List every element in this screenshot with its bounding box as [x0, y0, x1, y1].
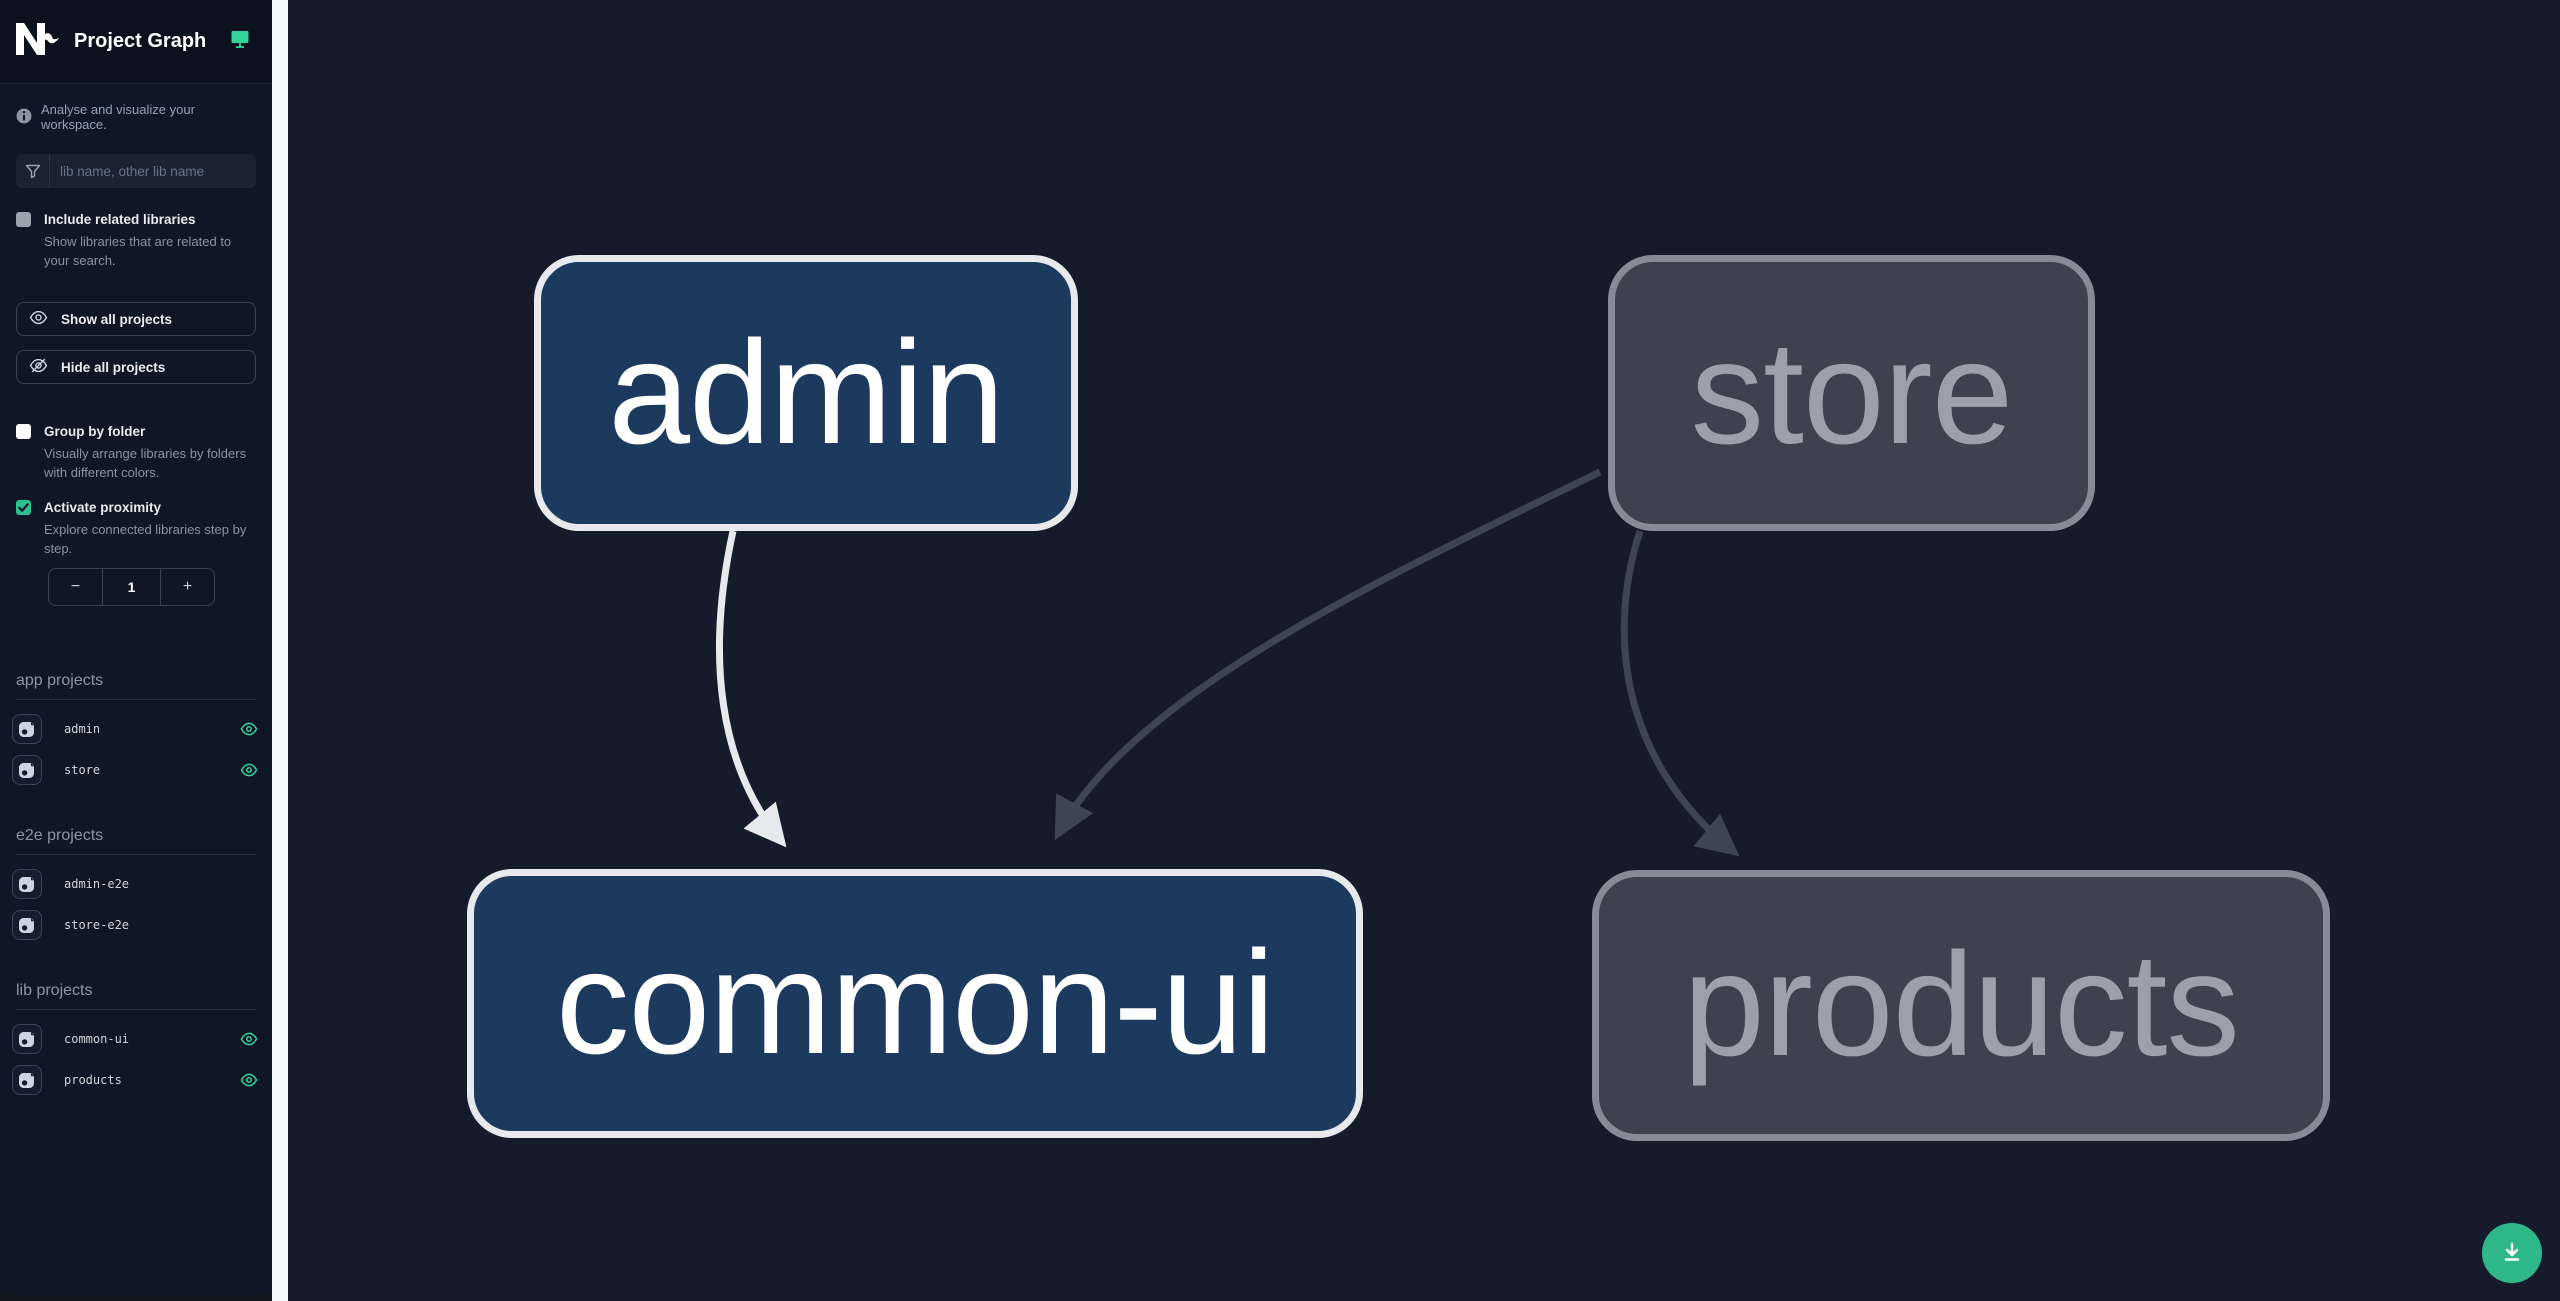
- edge-admin-to-common-ui: [715, 530, 787, 848]
- hide-all-projects-button[interactable]: Hide all projects: [16, 350, 256, 384]
- focus-project-button[interactable]: [12, 910, 42, 940]
- download-graph-button[interactable]: [2482, 1223, 2542, 1283]
- activate-proximity-checkbox[interactable]: [16, 500, 31, 515]
- project-row-admin: admin: [12, 712, 258, 746]
- project-name: common-ui: [64, 1032, 130, 1046]
- project-row-products: products: [12, 1063, 258, 1097]
- focus-project-button[interactable]: [12, 1024, 42, 1054]
- option-description: Explore connected libraries step by step…: [44, 522, 247, 556]
- focus-project-button[interactable]: [12, 869, 42, 899]
- graph-canvas[interactable]: admin store common-ui products: [288, 0, 2560, 1301]
- focus-project-button[interactable]: [12, 714, 42, 744]
- focus-project-button[interactable]: [12, 1065, 42, 1095]
- section-heading-app-projects: app projects: [16, 672, 256, 700]
- activate-proximity-option[interactable]: Activate proximity Explore connected lib…: [16, 498, 256, 558]
- edge-store-to-common-ui: [1054, 468, 1602, 841]
- project-name: store-e2e: [64, 918, 130, 932]
- project-name: admin-e2e: [64, 877, 130, 891]
- proximity-increment-button[interactable]: +: [161, 569, 214, 605]
- option-description: Show libraries that are related to your …: [44, 234, 232, 268]
- graph-node-admin[interactable]: admin: [534, 255, 1078, 531]
- proximity-decrement-button[interactable]: −: [49, 569, 102, 605]
- group-by-folder-option[interactable]: Group by folder Visually arrange librari…: [16, 422, 256, 482]
- sidebar-resize-gutter[interactable]: [272, 0, 288, 1301]
- project-name: products: [64, 1073, 122, 1087]
- section-heading-lib-projects: lib projects: [16, 982, 256, 1010]
- section-heading-e2e-projects: e2e projects: [16, 827, 256, 855]
- info-icon: [16, 108, 32, 127]
- nx-logo: [14, 22, 60, 61]
- project-row-admin-e2e: admin-e2e: [12, 867, 258, 901]
- eye-off-icon: [29, 356, 48, 378]
- search-bar: [16, 154, 256, 188]
- eye-icon: [29, 308, 48, 330]
- filter-icon: [16, 154, 50, 188]
- show-all-projects-button[interactable]: Show all projects: [16, 302, 256, 336]
- tagline-text: Analyse and visualize your workspace.: [41, 102, 195, 132]
- include-related-option[interactable]: Include related libraries Show libraries…: [16, 210, 256, 270]
- graph-node-common-ui[interactable]: common-ui: [467, 869, 1363, 1138]
- page-title: Project Graph: [74, 30, 207, 52]
- option-description: Visually arrange libraries by folders wi…: [44, 446, 247, 480]
- button-label: Show all projects: [61, 311, 173, 327]
- dependency-edges: [715, 468, 1740, 857]
- graph-node-products[interactable]: products: [1592, 870, 2330, 1141]
- include-related-checkbox[interactable]: [16, 212, 31, 227]
- option-label: Include related libraries: [44, 212, 196, 227]
- proximity-value: 1: [102, 569, 161, 605]
- proximity-stepper: − 1 +: [48, 568, 215, 606]
- project-name: admin: [64, 722, 101, 736]
- option-label: Activate proximity: [44, 500, 162, 515]
- sidebar-header: Project Graph: [0, 0, 272, 84]
- search-input[interactable]: [50, 154, 256, 188]
- sidebar: Project Graph Analyse and visualize your…: [0, 0, 272, 1295]
- focus-project-button[interactable]: [12, 755, 42, 785]
- monitor-icon[interactable]: [230, 29, 250, 54]
- toggle-visibility-eye-icon[interactable]: [240, 761, 258, 779]
- toggle-visibility-eye-icon[interactable]: [240, 720, 258, 738]
- workspace-tagline: Analyse and visualize your workspace.: [16, 102, 256, 132]
- project-name: store: [64, 763, 101, 777]
- graph-node-store[interactable]: store: [1608, 255, 2095, 531]
- edge-store-to-products: [1620, 529, 1740, 857]
- project-row-store: store: [12, 753, 258, 787]
- download-icon: [2500, 1240, 2524, 1267]
- toggle-visibility-eye-icon[interactable]: [240, 1030, 258, 1048]
- project-row-common-ui: common-ui: [12, 1022, 258, 1056]
- option-label: Group by folder: [44, 424, 146, 439]
- button-label: Hide all projects: [61, 359, 166, 375]
- toggle-visibility-eye-icon[interactable]: [240, 1071, 258, 1089]
- project-row-store-e2e: store-e2e: [12, 908, 258, 942]
- group-by-folder-checkbox[interactable]: [16, 424, 31, 439]
